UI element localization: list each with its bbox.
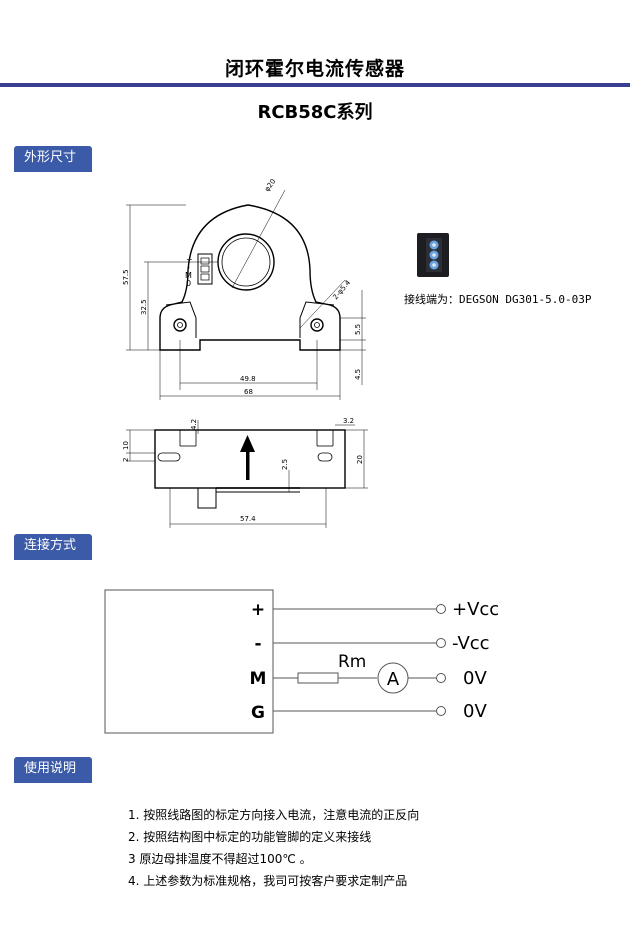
dim-center-height: 32.5	[140, 299, 148, 315]
dim-right-step: 5.5	[354, 324, 362, 335]
dim-base: 4.5	[354, 369, 362, 380]
pin-plus: +	[251, 600, 265, 620]
dim-side-3-2: 3.2	[343, 417, 354, 425]
pin-g: G	[251, 703, 265, 723]
section-label-usage: 使用说明	[14, 757, 92, 783]
section-label-dimensions: 外形尺寸	[14, 146, 92, 172]
pin-minus: -	[254, 634, 261, 654]
pin-m: M	[250, 669, 267, 689]
dim-height: 57.5	[122, 269, 130, 285]
page-title: 闭环霍尔电流传感器	[224, 58, 405, 80]
title-divider	[0, 83, 630, 87]
ammeter-label: A	[387, 669, 400, 690]
front-view-drawing: φ20 57.5 32.5 2-φ5.4 5.5 49.8 68 4.5 + -…	[122, 177, 366, 400]
pin-label-minus: -	[187, 263, 190, 272]
terminal-minus-vcc: -Vcc	[452, 633, 490, 654]
pin-label-m: M	[185, 271, 192, 280]
dim-hole-diameter: φ20	[263, 177, 277, 193]
terminal-0v-m: 0V	[463, 668, 487, 689]
dim-side-10: 10	[122, 441, 130, 450]
dim-side-57-4: 57.4	[240, 515, 256, 523]
dim-mount-holes: 2-φ5.4	[331, 278, 352, 301]
dim-hole-spacing: 49.8	[240, 375, 256, 383]
dim-side-20: 20	[356, 455, 364, 464]
section-label-wiring: 连接方式	[14, 534, 92, 560]
usage-item-3: 3 原边母排温度不得超过100℃ 。	[128, 852, 312, 866]
side-view-drawing: 10 2 4.2 2.5 3.2 20 57.4	[122, 417, 368, 528]
dim-side-2: 2	[122, 458, 130, 462]
terminal-plus-vcc: +Vcc	[452, 599, 499, 620]
usage-item-4: 4. 上述参数为标准规格，我司可按客户要求定制产品	[128, 874, 408, 888]
wiring-diagram: + - M G +Vcc -Vcc 0V 0V Rm A	[104, 589, 499, 734]
usage-item-2: 2. 按照结构图中标定的功能管脚的定义来接线	[128, 830, 372, 844]
dim-side-4-2: 4.2	[190, 419, 198, 430]
series-title: RCB58C系列	[257, 102, 373, 123]
connector-caption: 接线端为：DEGSON DG301-5.0-03P	[404, 293, 592, 306]
dim-width: 68	[244, 388, 253, 396]
pin-label-zero: 0	[186, 279, 191, 288]
dim-side-2-5: 2.5	[281, 459, 289, 470]
terminal-0v-g: 0V	[463, 701, 487, 722]
resistor-label: Rm	[338, 652, 366, 672]
pin-label-plus: +	[186, 255, 193, 264]
terminal-block-icon	[417, 233, 449, 277]
usage-item-1: 1. 按照线路图的标定方向接入电流，注意电流的正反向	[128, 808, 420, 822]
